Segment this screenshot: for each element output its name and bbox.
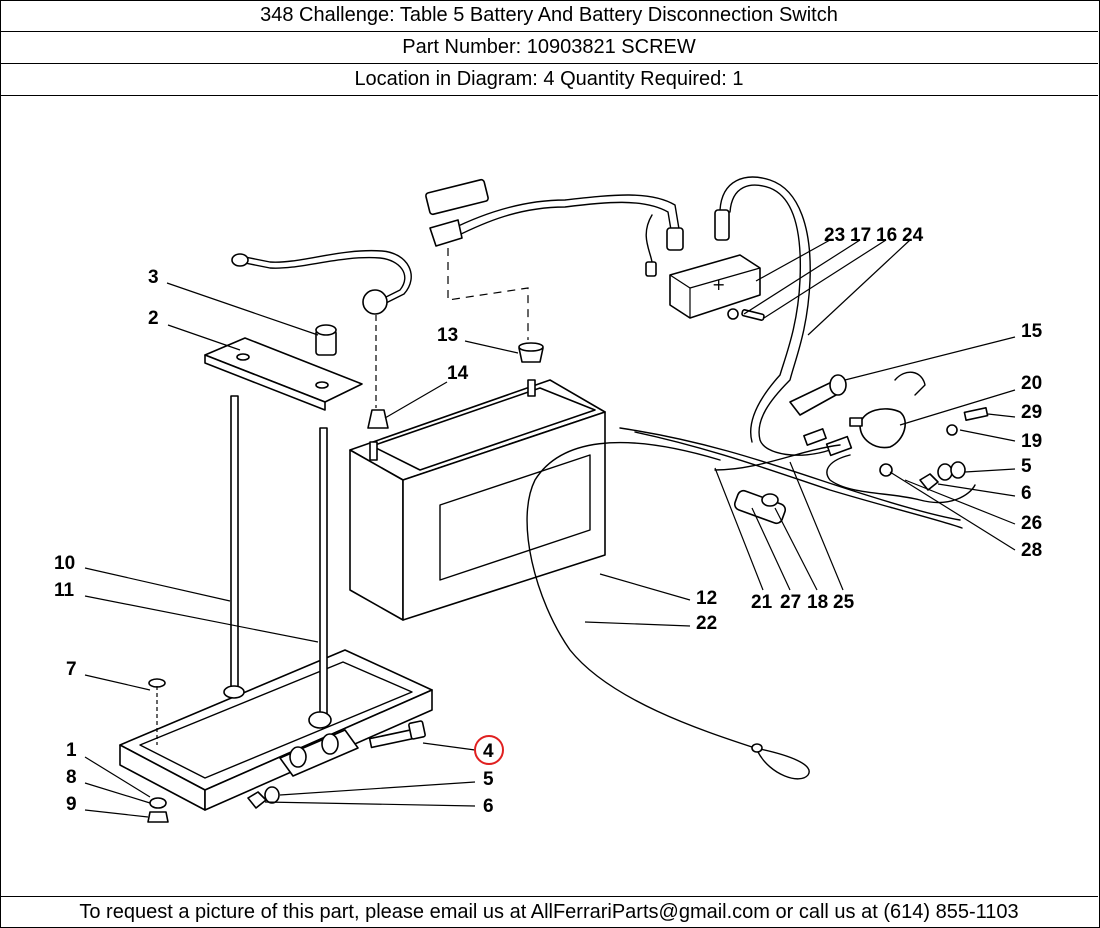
callout-29: 29: [1021, 402, 1042, 423]
callout-7: 7: [66, 659, 77, 680]
callout-19: 19: [1021, 431, 1042, 452]
callout-9: 9: [66, 794, 77, 815]
callout-15: 15: [1021, 321, 1043, 342]
wiring-harness: [619, 427, 963, 529]
battery-tray: [119, 649, 433, 811]
callout-8: 8: [66, 767, 77, 788]
page-title: 348 Challenge: Table 5 Battery And Batte…: [0, 0, 1098, 32]
callout-21: 21: [751, 592, 773, 613]
callout-22: 22: [696, 613, 717, 634]
earth-lead: [526, 441, 810, 780]
callout-27: 27: [780, 592, 801, 613]
callout-labels: 3 2 13 14 10 11 7 1 8 9 4 5 6 12 22 23 1…: [54, 225, 1043, 817]
callout-24: 24: [902, 225, 924, 246]
callout-6-bottom: 6: [483, 796, 494, 817]
leader-lines: [84, 239, 1016, 818]
disconnect-switch: [789, 371, 989, 504]
diagram-location: Location in Diagram: 4 Quantity Required…: [0, 64, 1098, 96]
callout-6-right: 6: [1021, 483, 1032, 504]
callout-10: 10: [54, 553, 75, 574]
battery: [349, 379, 606, 621]
clamp-bar: [204, 337, 363, 411]
screw-4: [368, 720, 426, 749]
exploded-parts-diagram: +: [54, 176, 1043, 823]
contact-footer: To request a picture of this part, pleas…: [0, 896, 1098, 927]
callout-17: 17: [850, 225, 871, 246]
cap-nut: [315, 324, 337, 356]
callout-20: 20: [1021, 373, 1042, 394]
callout-5-right: 5: [1021, 456, 1032, 477]
callout-14: 14: [447, 363, 469, 384]
callout-2: 2: [148, 308, 159, 329]
svg-text:+: +: [712, 275, 725, 294]
junction-box: +: [669, 176, 831, 456]
callout-4: 4: [483, 741, 494, 762]
terminal-caps: [367, 342, 544, 429]
callout-11: 11: [54, 580, 75, 601]
tie-rods: [223, 395, 332, 729]
callout-12: 12: [696, 588, 717, 609]
negative-cable: [231, 249, 412, 408]
callout-18: 18: [807, 592, 828, 613]
callout-13: 13: [437, 325, 458, 346]
tray-bracket: [279, 729, 359, 777]
callout-16: 16: [876, 225, 897, 246]
washer-nut-left: [147, 797, 169, 823]
callout-28: 28: [1021, 540, 1042, 561]
callout-3: 3: [148, 267, 159, 288]
callout-26: 26: [1021, 513, 1042, 534]
highlight-ring: [474, 735, 504, 765]
part-number: Part Number: 10903821 SCREW: [0, 32, 1098, 64]
callout-23: 23: [824, 225, 845, 246]
callout-1: 1: [66, 740, 77, 761]
callout-5-bottom: 5: [483, 769, 494, 790]
screw-7: [148, 678, 166, 745]
washer-nut-bottom: [247, 786, 280, 809]
positive-cable: [425, 178, 684, 340]
callout-25: 25: [833, 592, 855, 613]
